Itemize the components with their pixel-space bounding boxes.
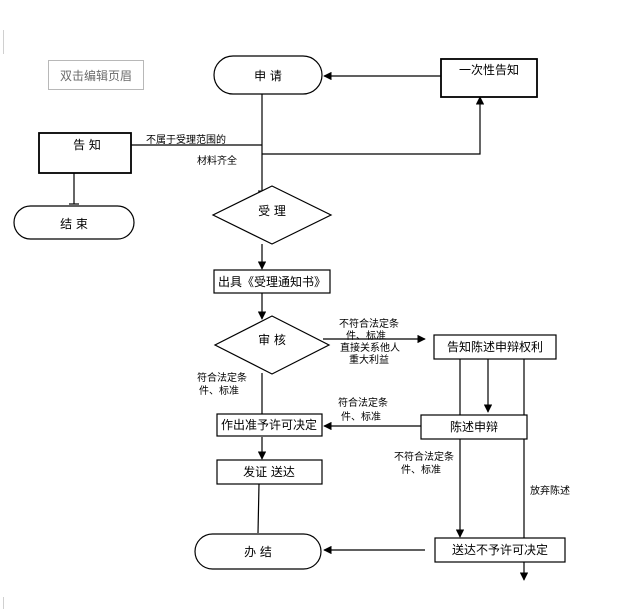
node-accept-label: 受 理 [258,204,286,218]
edge-issue-deliver-to-done [257,483,260,534]
node-issue-notice-shape [213,269,331,294]
edge-label-give-up: 放弃陈述 [530,484,570,497]
node-done-label: 办 结 [244,544,272,559]
node-notice-shape [38,132,132,174]
node-review-label: 审 核 [258,332,286,347]
node-defense-shape [420,414,528,440]
edge-to-once-notice [262,96,485,155]
node-notice-label: 告 知 [73,138,101,152]
node-issue-notice-label: 出具《受理通知书》 [218,275,326,289]
node-issue-deliver-label: 发证 送达 [243,464,295,479]
page-corner-mark-top [3,30,4,54]
edge-label-meet-2b: 件、标准 [341,411,381,423]
node-defense-label: 陈述申辩 [450,419,498,434]
edge-label-not-meet-1b: 件、标准 [346,330,386,342]
node-approve-label: 作出准予许可决定 [221,417,317,432]
node-deny-deliver-shape [434,537,566,563]
edge-label-meet-1b: 件、标准 [199,385,239,397]
edge-label-not-meet-2a: 不符合法定条 [394,450,454,463]
edge-label-not-in-scope: 不属于受理范围的 [146,133,226,146]
edge-label-not-meet-2b: 件、标准 [401,464,441,476]
edge-label-direct-interest-a: 直接关系他人 [340,341,400,354]
node-apply-shape [213,55,323,95]
node-accept-shape [211,185,333,245]
node-once-notice-label: 一次性告知 [459,63,519,77]
page-corner-mark-bottom [3,597,4,609]
edge-label-meet-2a: 符合法定条 [338,396,388,409]
node-review-shape [213,315,331,375]
edge-label-not-meet-1a: 不符合法定条 [339,317,399,330]
node-approve-shape [216,413,323,437]
node-end-shape [13,205,135,240]
node-issue-deliver-shape [216,459,323,485]
node-end-label: 结 束 [60,217,88,231]
node-notify-rights-label: 告知陈述申辩权利 [447,339,543,354]
node-done-shape [194,533,322,570]
edge-label-meet-1a: 符合法定条 [197,371,247,384]
node-apply-label: 申 请 [254,69,282,83]
edge-label-materials-complete: 材料齐全 [197,154,237,167]
node-notify-rights-shape [433,334,557,360]
edge-label-direct-interest-b: 重大利益 [349,353,389,366]
node-deny-deliver-label: 送达不予许可决定 [452,542,548,557]
edit-header-button[interactable]: 双击编辑页眉 [48,60,144,90]
node-once-notice-shape [440,58,538,98]
